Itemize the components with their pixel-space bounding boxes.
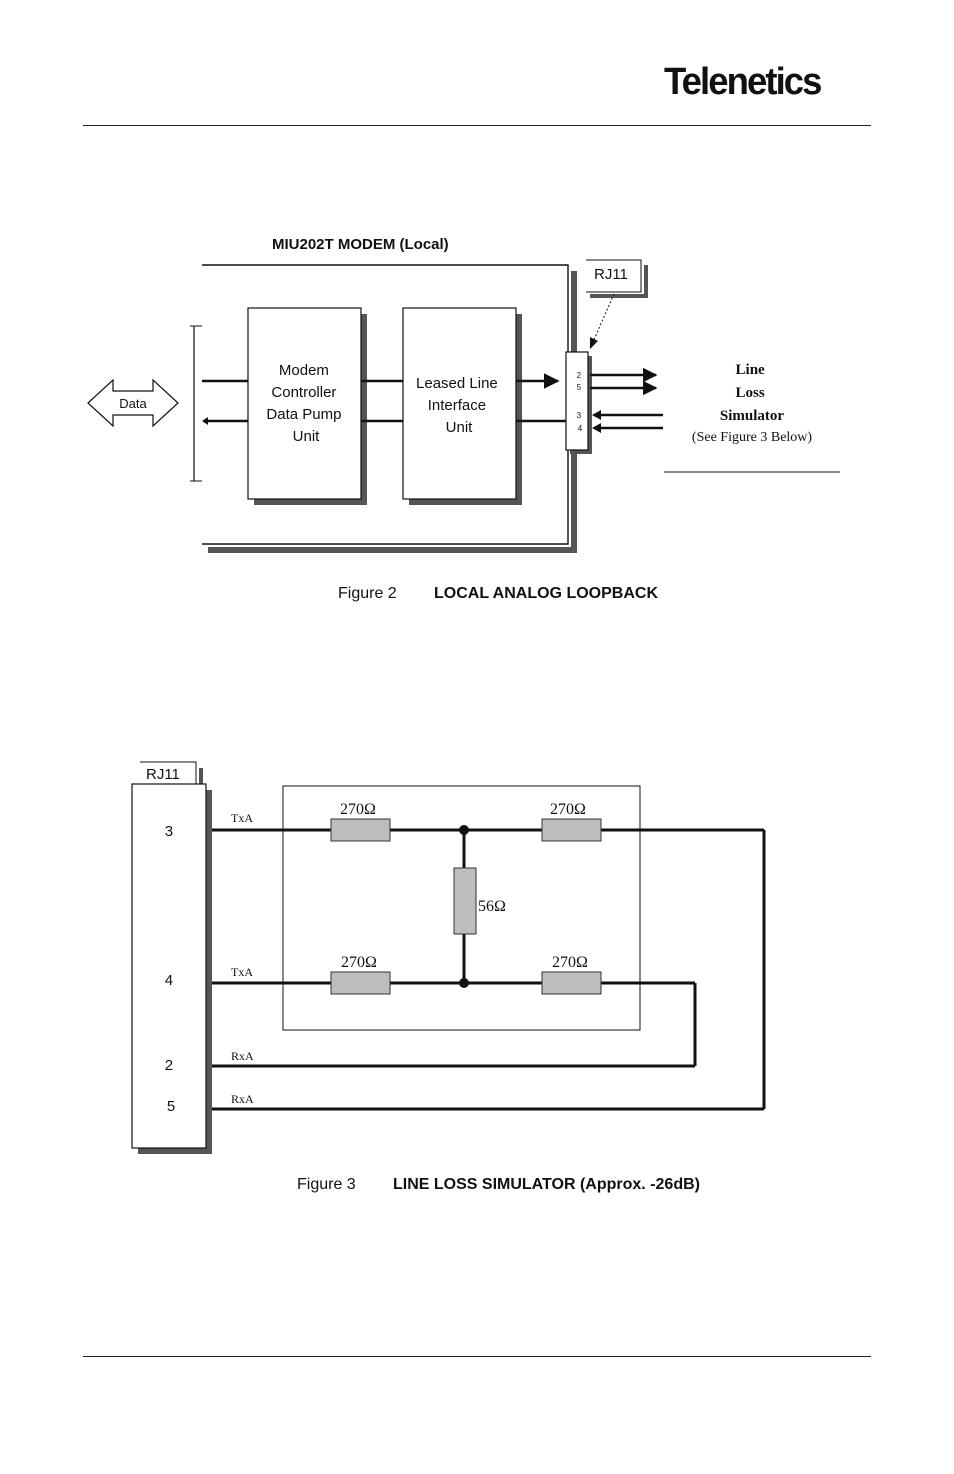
figure-2: MIU202T MODEM (Local) Data Modem Control… bbox=[88, 236, 840, 602]
rj11-label: RJ11 bbox=[594, 266, 628, 283]
figure-3: RJ11 3 4 2 5 TxA TxA RxA RxA bbox=[132, 762, 764, 1193]
modem-title: MIU202T MODEM (Local) bbox=[272, 236, 449, 253]
simulator-label: Line Loss Simulator bbox=[720, 362, 785, 424]
resistor-bottom-left bbox=[331, 972, 390, 994]
fig3-rj11-label: RJ11 bbox=[146, 766, 180, 783]
resistor-top-right bbox=[542, 819, 601, 841]
figure-2-number: Figure 2 bbox=[338, 585, 397, 602]
resistor-top-left bbox=[331, 819, 390, 841]
rj11-connector bbox=[566, 352, 588, 450]
junction-bottom bbox=[459, 978, 469, 988]
figure-3-number: Figure 3 bbox=[297, 1176, 356, 1193]
controller-box bbox=[248, 308, 361, 499]
data-label: Data bbox=[119, 396, 147, 411]
rj11-pointer bbox=[593, 294, 614, 342]
junction-top bbox=[459, 825, 469, 835]
fig3-signal-labels: TxA TxA RxA RxA bbox=[231, 811, 256, 1106]
simulator-reference: (See Figure 3 Below) bbox=[692, 430, 812, 445]
resistor-shunt bbox=[454, 868, 476, 934]
resistor-bottom-right bbox=[542, 972, 601, 994]
figure-3-title: LINE LOSS SIMULATOR (Approx. -26dB) bbox=[393, 1176, 700, 1193]
figure-2-title: LOCAL ANALOG LOOPBACK bbox=[434, 585, 658, 602]
